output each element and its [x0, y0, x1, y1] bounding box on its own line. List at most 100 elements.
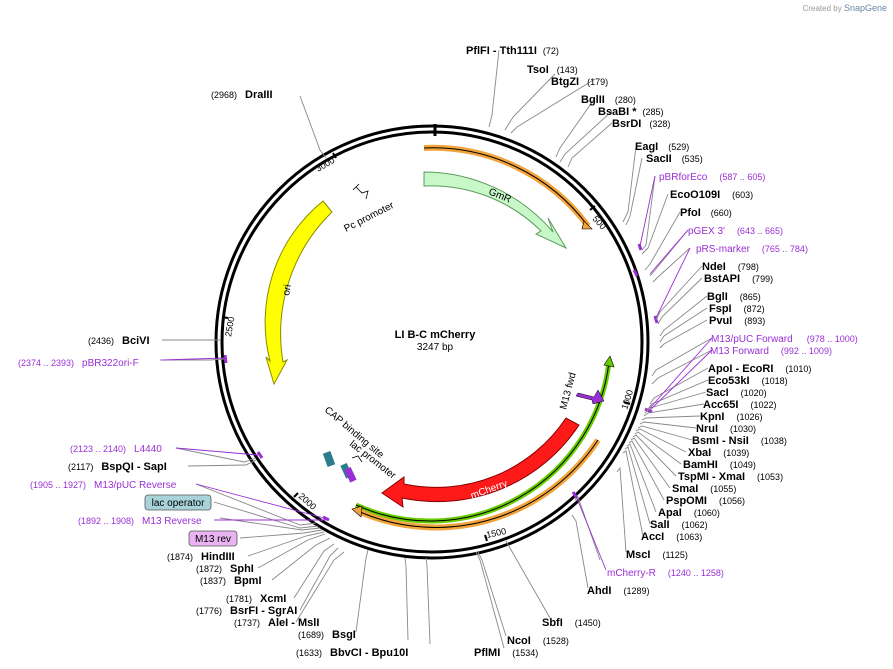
plasmid-name: LI B-C mCherry — [395, 329, 477, 341]
site-label[interactable]: NcoI(1528) — [507, 635, 569, 647]
site-label[interactable]: (1776)BsrFI - SgrAI — [196, 605, 297, 617]
tick-mark-2000 — [293, 492, 299, 498]
orange-halo-arrowhead — [581, 220, 593, 230]
site-label[interactable]: Eco53kI(1018) — [708, 375, 788, 387]
primer-label[interactable]: (2374 .. 2393)pBR322ori-F — [18, 358, 139, 369]
site-label[interactable]: PflMI(1534) — [474, 647, 538, 659]
tick-mark-1500 — [484, 534, 488, 542]
primer-label[interactable]: M13/pUC Forward(978 .. 1000) — [711, 334, 858, 345]
site-label[interactable]: (2436)BciVI — [88, 335, 150, 347]
tick-500: 500 — [591, 214, 608, 232]
tick-mark-2500 — [221, 316, 229, 319]
bottom-label-column: SbfI(1450) NcoI(1528) PflMI(1534) (1633)… — [296, 617, 601, 659]
site-label[interactable]: BglII(280) — [581, 94, 636, 106]
site-label[interactable]: (1633)BbvCI - Bpu10I — [296, 647, 408, 659]
site-label[interactable]: (2968)DraIII — [211, 89, 273, 101]
tick-mark-1000 — [623, 401, 631, 405]
m13-fwd-label: M13 fwd — [558, 371, 578, 410]
primer-site-markers — [223, 243, 659, 522]
site-label[interactable]: SmaI(1055) — [672, 483, 736, 495]
tick-2500: 2500 — [223, 316, 236, 337]
orange-halo-arrowhead-bottom — [351, 505, 363, 518]
primer-label[interactable]: (1892 .. 1908)M13 Reverse — [78, 516, 202, 527]
snapgene-brand: Created by SnapGene — [803, 3, 887, 13]
site-label[interactable]: XbaI(1039) — [688, 447, 749, 459]
lac-operator-tag[interactable]: lac operator — [144, 494, 212, 511]
primer-label[interactable]: (1905 .. 1927)M13/pUC Reverse — [30, 480, 177, 491]
site-label[interactable]: ApaI(1060) — [658, 507, 720, 519]
lac-promoter-icon — [351, 455, 363, 463]
pc-promoter-label: Pc promoter — [342, 200, 396, 235]
ori-label: ori — [281, 284, 294, 297]
tick-mark-3000 — [332, 152, 337, 159]
site-label[interactable]: NdeI(798) — [702, 261, 759, 273]
pc-promoter-icon — [352, 183, 369, 200]
site-label[interactable]: TsoI(143) — [527, 64, 578, 76]
site-label[interactable]: (1837)BpmI — [200, 575, 262, 587]
site-label[interactable]: TspMI - XmaI(1053) — [678, 471, 783, 483]
tick-2000: 2000 — [297, 491, 319, 512]
site-label[interactable]: (1737)AleI - MslI — [234, 617, 319, 629]
primer-label[interactable]: pGEX 3'(643 .. 665) — [688, 226, 783, 237]
site-label[interactable]: PflFI - Tth111I(72) — [466, 45, 559, 57]
site-label[interactable]: PspOMI(1056) — [666, 495, 745, 507]
site-label[interactable]: (1689)BsgI — [298, 629, 356, 641]
brand-created-by: Created by — [802, 4, 842, 13]
site-label[interactable]: ApoI - EcoRI(1010) — [708, 363, 811, 375]
primer-label[interactable]: M13 Forward(992 .. 1009) — [710, 346, 832, 357]
snapgene-logo: SnapGene — [843, 3, 887, 13]
site-label[interactable]: SalI(1062) — [650, 519, 708, 531]
primer-label[interactable]: pBRforEco(587 .. 605) — [659, 172, 765, 183]
backbone-outer — [214, 124, 650, 560]
m13-rev-feature[interactable] — [344, 466, 357, 483]
site-label[interactable]: BsmI - NsiI(1038) — [692, 435, 787, 447]
site-label[interactable]: (2117)BspQI - SapI — [68, 461, 167, 473]
site-label[interactable]: BamHI(1049) — [683, 459, 756, 471]
m13-rev-tag-label: M13 rev — [195, 534, 231, 545]
primer-label[interactable]: mCherry-R(1240 .. 1258) — [607, 568, 724, 579]
site-label[interactable]: BglI(865) — [707, 291, 761, 303]
mcherry-feature[interactable] — [381, 417, 580, 509]
site-label[interactable]: PfoI(660) — [680, 207, 732, 219]
site-label[interactable]: KpnI(1026) — [700, 411, 762, 423]
site-label[interactable]: Acc65I(1022) — [703, 399, 777, 411]
primer-label[interactable]: (2123 .. 2140)L4440 — [70, 444, 162, 455]
site-label[interactable]: SbfI(1450) — [542, 617, 601, 629]
right-label-column: PflFI - Tth111I(72) TsoI(143) BtgZI(179)… — [466, 45, 858, 597]
site-label[interactable]: BstAPI(799) — [704, 273, 773, 285]
cap-site-feature[interactable] — [322, 451, 336, 467]
gmr-label: GmR — [487, 187, 513, 206]
m13-fwd-primer[interactable] — [575, 389, 605, 405]
label-leaders — [160, 49, 713, 649]
plasmid-size: 3247 bp — [417, 342, 454, 353]
site-label[interactable]: (1872)SphI — [196, 563, 254, 575]
site-label[interactable]: AccI(1063) — [641, 531, 702, 543]
ori-feature[interactable] — [264, 200, 333, 386]
green-halo-arrowhead — [603, 355, 615, 368]
site-label[interactable]: EagI(529) — [635, 141, 689, 153]
primer-leaders — [161, 175, 713, 571]
site-label[interactable]: PvuI(893) — [709, 315, 765, 327]
site-label[interactable]: (1874)HindIII — [167, 551, 235, 563]
green-halo-core — [355, 361, 610, 522]
tick-1500: 1500 — [485, 526, 507, 540]
site-label[interactable]: BsrDI(328) — [612, 118, 670, 130]
site-label[interactable]: AhdI(1289) — [587, 585, 649, 597]
site-label[interactable]: NruI(1030) — [696, 423, 756, 435]
tick-mark-500 — [589, 205, 596, 211]
site-label[interactable]: EcoO109I(603) — [670, 189, 753, 201]
gmr-feature[interactable] — [423, 171, 568, 250]
site-label[interactable]: BsaBI *(285) — [598, 106, 664, 118]
site-label[interactable]: SacI(1020) — [706, 387, 767, 399]
site-label[interactable]: BtgZI(179) — [551, 76, 608, 88]
orange-halo-core — [423, 147, 589, 227]
site-label[interactable]: (1781)XcmI — [226, 593, 286, 605]
site-label[interactable]: SacII(535) — [646, 153, 703, 165]
site-label[interactable]: MscI(1125) — [626, 549, 688, 561]
m13-rev-tag[interactable]: M13 rev — [188, 530, 238, 547]
left-label-column: (2968)DraIII (2436)BciVI (2374 .. 2393)p… — [18, 89, 319, 629]
primer-label[interactable]: pRS-marker(765 .. 784) — [696, 244, 808, 255]
orange-halo-core-bottom — [359, 439, 599, 528]
site-label[interactable]: FspI(872) — [709, 303, 765, 315]
